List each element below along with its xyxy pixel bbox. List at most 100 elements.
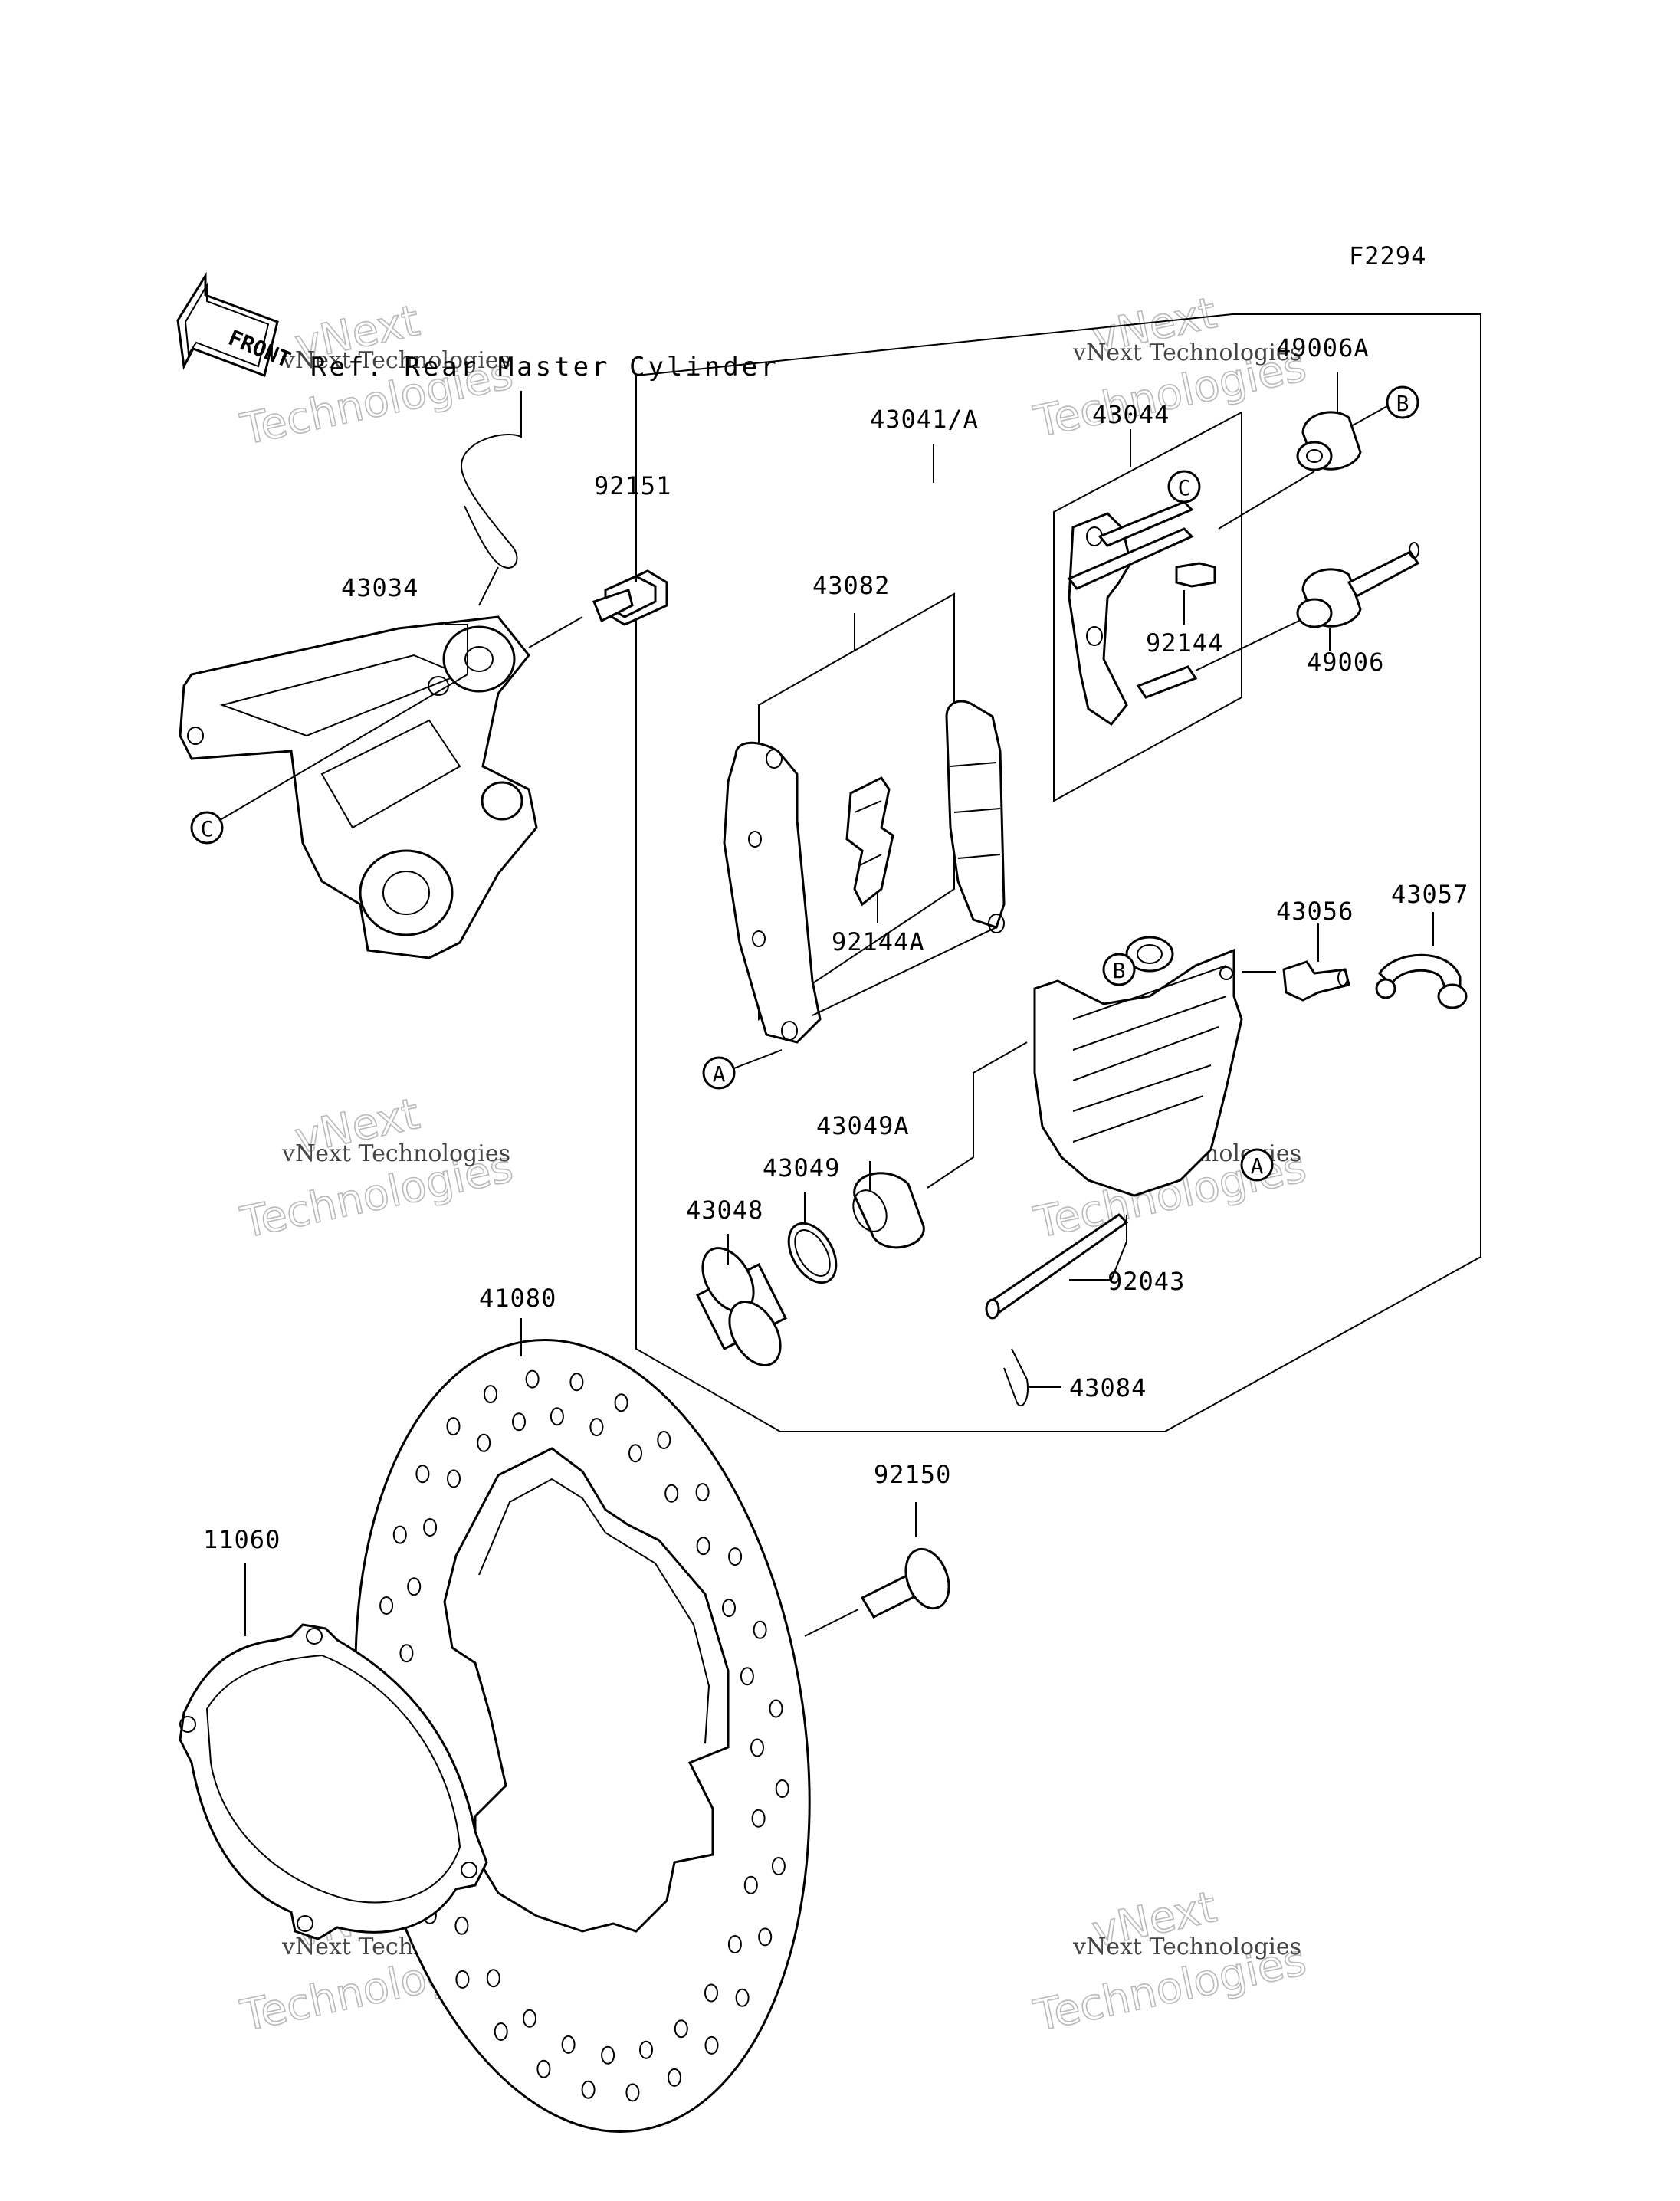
disc-hole	[727, 1935, 742, 1953]
dust-cap-49006A	[1296, 411, 1362, 471]
caliper-assembly-box	[635, 313, 1481, 1432]
disc-hole	[628, 1444, 642, 1463]
bracket-subassembly-box	[1053, 411, 1242, 802]
disc-hole	[494, 2022, 508, 2041]
disc-hole	[696, 1537, 710, 1556]
disc-hole	[512, 1412, 526, 1432]
disc-hole	[753, 1620, 767, 1639]
part-number-41080: 41080	[479, 1284, 556, 1313]
svg-text:C: C	[201, 816, 214, 841]
part-number-92144: 92144	[1146, 628, 1223, 658]
disc-hole	[740, 1667, 754, 1686]
svg-text:vNext Technologies: vNext Technologies	[281, 1140, 510, 1167]
svg-text:A: A	[713, 1061, 726, 1087]
callout-a-caliper: A	[1240, 1148, 1274, 1182]
disc-hole	[589, 1418, 604, 1437]
watermark-mid-left: vNext Technologies vNext Technologies	[236, 1088, 518, 1248]
svg-text:B: B	[1113, 958, 1126, 983]
svg-text:vNext Technologies: vNext Technologies	[281, 347, 510, 374]
disc-hole	[771, 1857, 786, 1875]
brake-pad-left	[723, 741, 822, 1044]
disc-hole	[484, 1385, 497, 1404]
disc-hole	[415, 1465, 430, 1484]
part-number-11060: 11060	[203, 1525, 281, 1554]
part-number-43056: 43056	[1276, 897, 1354, 926]
part-number-49006: 49006	[1307, 648, 1384, 677]
disc-hole	[704, 1983, 718, 2003]
disc-hole	[379, 1596, 394, 1615]
part-number-43084: 43084	[1069, 1373, 1147, 1402]
seal-43049	[787, 1222, 838, 1284]
disc-hole	[550, 1407, 564, 1426]
disc-hole	[569, 1373, 584, 1392]
disc-hole	[601, 2045, 615, 2065]
disc-hole	[392, 1525, 407, 1544]
disc-hole	[769, 1699, 783, 1718]
svg-text:A: A	[1251, 1153, 1264, 1179]
disc-hole	[477, 1433, 491, 1452]
bolt-92150	[860, 1547, 950, 1619]
disc-hole	[704, 2035, 719, 2055]
part-number-43049A: 43049A	[816, 1111, 910, 1140]
disc-hole	[581, 2080, 596, 2099]
reference-note: Ref. Rear Master Cylinder	[310, 352, 779, 382]
disc-hole	[758, 1927, 773, 1947]
disc-hole	[735, 1988, 750, 2007]
disc-hole	[454, 1916, 469, 1935]
svg-text:C: C	[1178, 475, 1191, 500]
caliper-bracket-43044	[1067, 500, 1216, 727]
figure-code: F2294	[1349, 241, 1426, 271]
callout-b-top: B	[1386, 385, 1419, 419]
part-number-92144A: 92144A	[832, 927, 925, 956]
disc-hole	[695, 1483, 710, 1502]
disc-hole	[399, 1644, 414, 1663]
brake-pad-right	[945, 700, 1006, 933]
callout-c-right: C	[1167, 470, 1201, 504]
disc-hole	[722, 1599, 736, 1618]
disc-hole	[639, 2040, 653, 2059]
disc-hole	[614, 1393, 628, 1412]
disc-hole	[486, 1969, 500, 1988]
part-number-43057: 43057	[1391, 880, 1468, 909]
watermark-bottom-right: vNext Technologies vNext Technologies	[1029, 1881, 1311, 2042]
bleeder-valve-43056	[1282, 960, 1350, 1002]
rear-master-cylinder-pin	[460, 391, 522, 606]
disc-hole	[674, 2019, 688, 2039]
anti-rattle-spring-92144A	[845, 776, 894, 907]
part-number-43044: 43044	[1092, 400, 1170, 429]
bleeder-cap-43057	[1375, 953, 1468, 1009]
brake-disc-41080	[354, 1338, 811, 2134]
disc-hole	[536, 2059, 551, 2078]
callout-b-caliper: B	[1102, 953, 1136, 986]
part-number-43049: 43049	[763, 1153, 840, 1183]
part-number-43082: 43082	[812, 571, 890, 600]
part-number-92150: 92150	[874, 1460, 951, 1489]
caliper-body	[1033, 936, 1243, 1197]
part-number-92043: 92043	[1107, 1267, 1185, 1296]
gasket-11060	[179, 1623, 488, 1940]
caliper-bracket-43034	[179, 615, 538, 959]
disc-hole	[728, 1547, 743, 1566]
disc-hole	[525, 1369, 540, 1389]
svg-text:B: B	[1396, 391, 1409, 416]
disc-hole	[775, 1779, 789, 1798]
disc-hole	[523, 2009, 536, 2028]
piston-43048	[695, 1247, 788, 1366]
disc-hole	[668, 2068, 681, 2087]
part-number-43048: 43048	[686, 1196, 763, 1225]
front-arrow-icon: FRONT	[176, 271, 294, 378]
disc-hole	[446, 1417, 461, 1436]
part-number-49006A: 49006A	[1276, 333, 1370, 362]
callout-c-left: C	[190, 811, 224, 845]
part-number-43041A: 43041/A	[870, 405, 979, 434]
clip-43084	[1003, 1348, 1029, 1407]
watermark-top-right: vNext Technologies vNext Technologies	[1029, 287, 1311, 448]
callout-a-left: A	[702, 1056, 736, 1090]
disc-hole	[750, 1738, 764, 1757]
svg-text:vNext Technologies: vNext Technologies	[1072, 1934, 1301, 1960]
disc-hole	[561, 2035, 576, 2054]
disc-hole	[657, 1431, 671, 1449]
disc-hole	[447, 1469, 461, 1488]
slide-pin-49006	[1296, 542, 1420, 628]
disc-hole	[743, 1875, 758, 1894]
